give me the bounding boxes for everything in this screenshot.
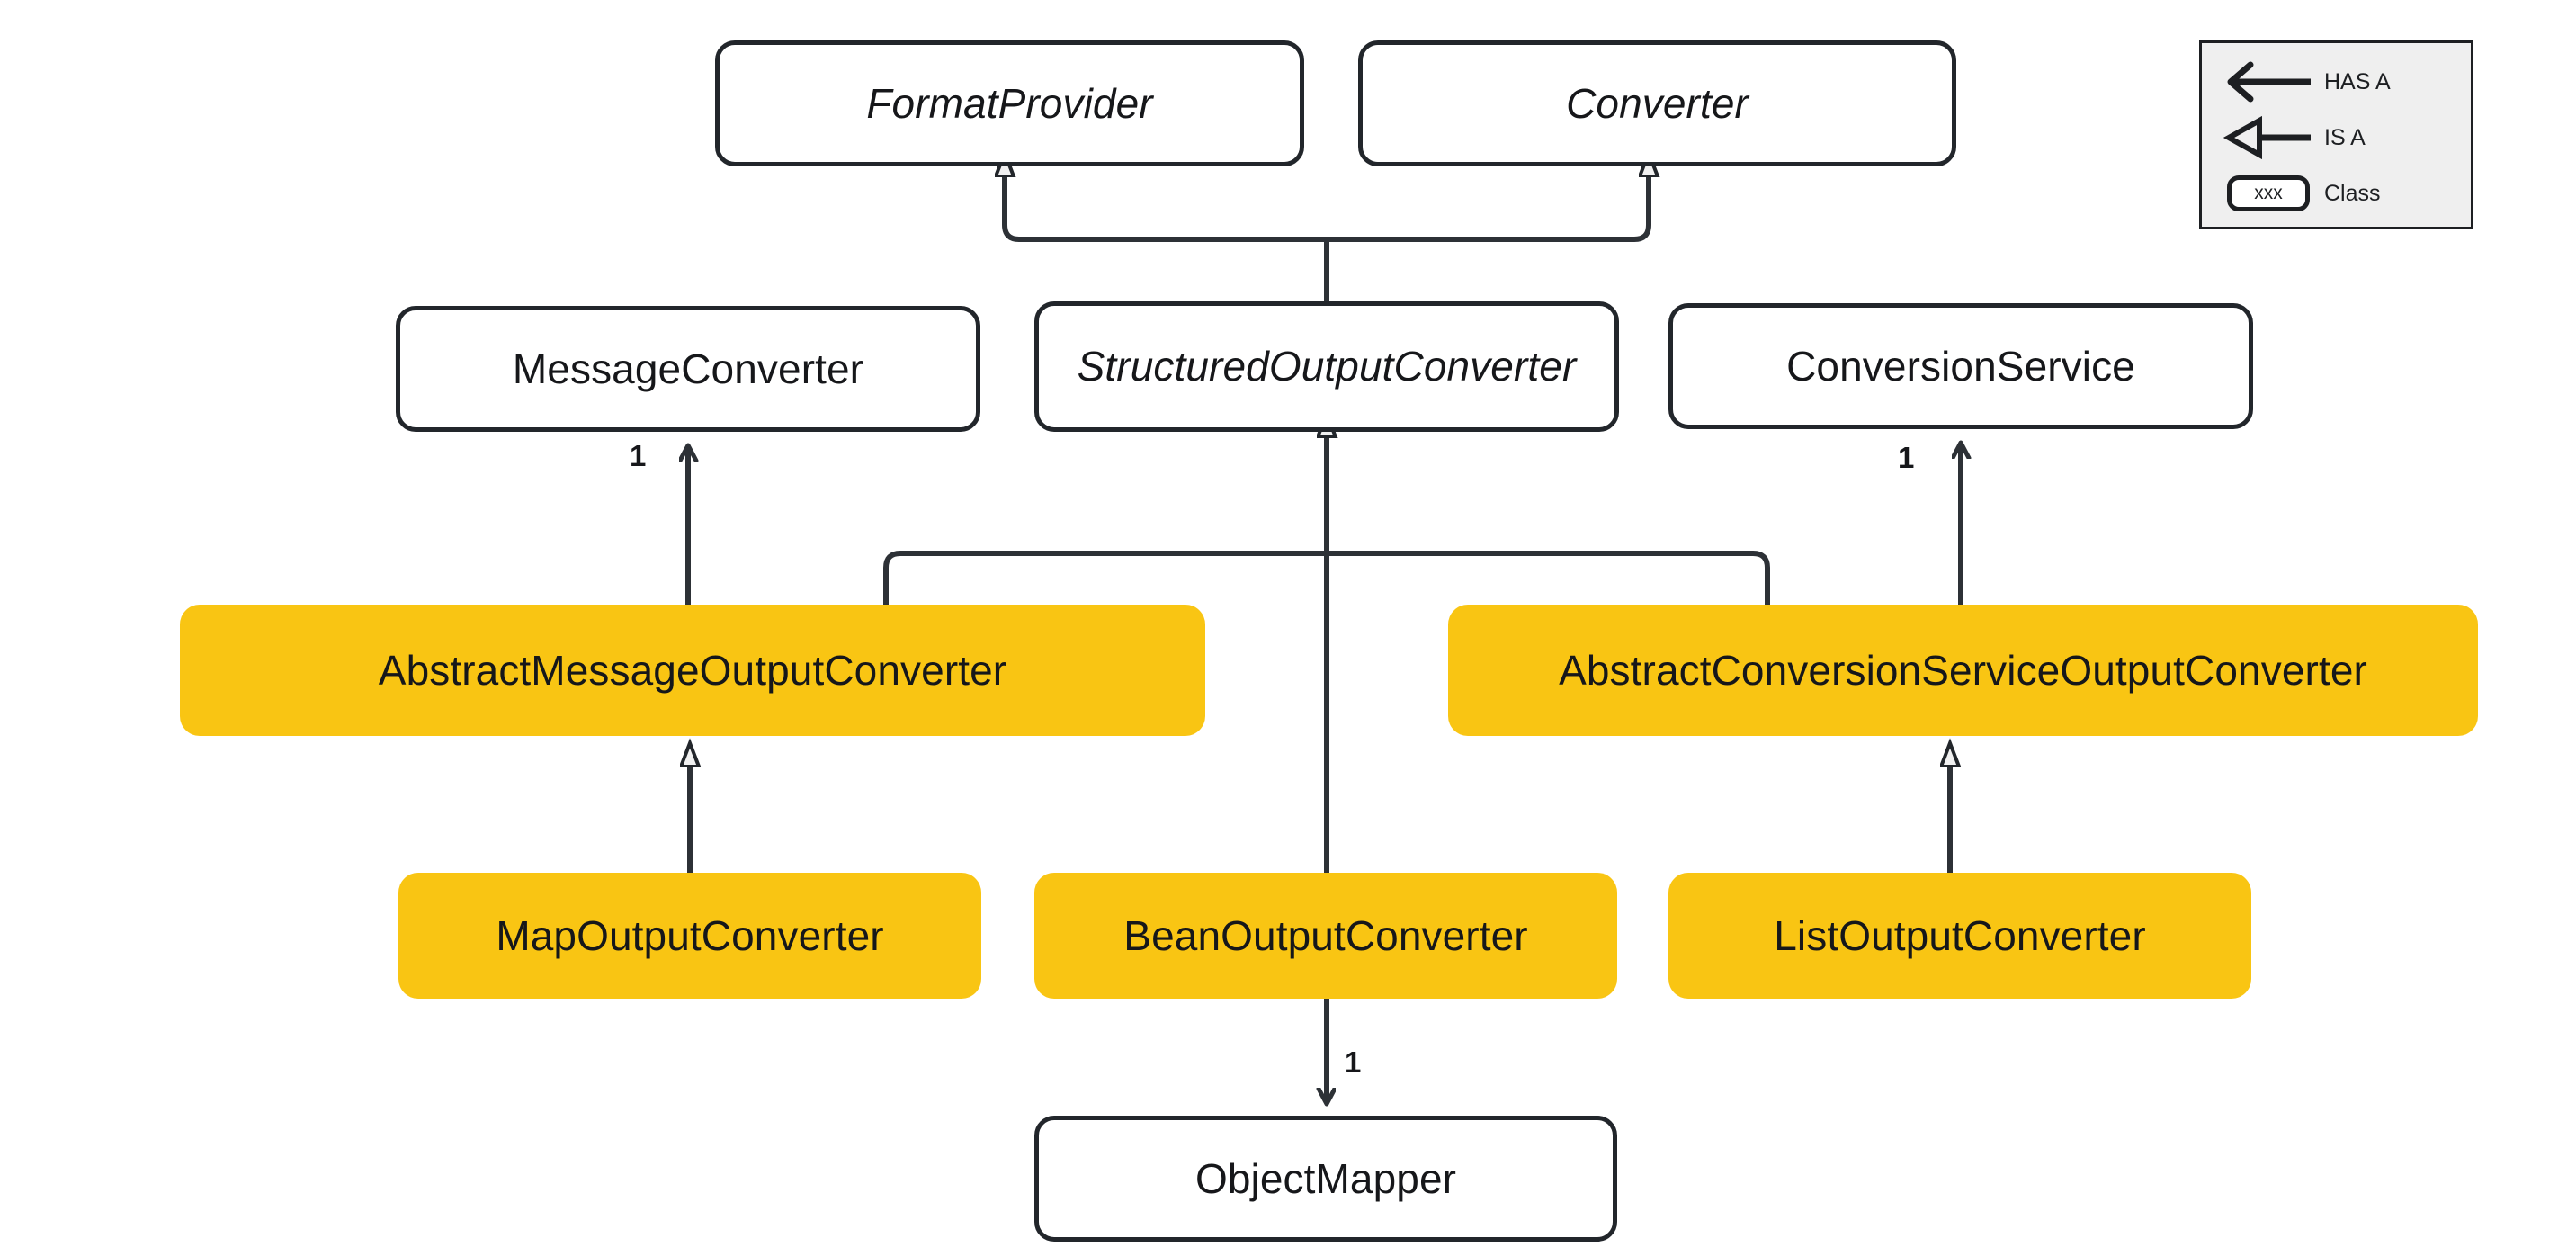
has-a-arrow-icon <box>2216 54 2317 110</box>
legend-panel: HAS A IS A xxx Class <box>2199 40 2473 229</box>
class-label-format-provider: FormatProvider <box>866 79 1153 127</box>
class-label-list-output-converter: ListOutputConverter <box>1774 911 2146 959</box>
class-label-abstract-conversion-service-output-converter: AbstractConversionServiceOutputConverter <box>1559 646 2367 694</box>
class-node-converter[interactable]: Converter <box>1358 40 1956 166</box>
legend-label-class: Class <box>2324 180 2381 206</box>
class-label-bean-output-converter: BeanOutputConverter <box>1123 911 1528 959</box>
class-node-abstract-message-output-converter[interactable]: AbstractMessageOutputConverter <box>180 605 1205 736</box>
legend-item-has-a: HAS A <box>2202 54 2471 110</box>
is-a-arrow-icon <box>2216 110 2317 166</box>
class-node-structured-output-converter[interactable]: StructuredOutputConverter <box>1034 301 1619 432</box>
class-node-list-output-converter[interactable]: ListOutputConverter <box>1668 873 2251 999</box>
legend-label-has-a: HAS A <box>2324 68 2391 94</box>
class-node-conversion-service[interactable]: ConversionService <box>1668 303 2253 429</box>
class-node-object-mapper[interactable]: ObjectMapper <box>1034 1116 1617 1242</box>
class-label-structured-output-converter: StructuredOutputConverter <box>1077 343 1577 390</box>
class-label-object-mapper: ObjectMapper <box>1194 1154 1457 1202</box>
legend-item-is-a: IS A <box>2202 110 2471 166</box>
class-label-abstract-message-output-converter: AbstractMessageOutputConverter <box>378 646 1007 694</box>
multiplicity-label-object-mapper: 1 <box>1345 1045 1362 1079</box>
class-box-icon: xxx <box>2216 166 2317 221</box>
class-label-converter: Converter <box>1566 79 1749 127</box>
class-label-conversion-service: ConversionService <box>1786 342 2135 390</box>
class-box-sample-text: xxx <box>2227 175 2310 211</box>
class-node-message-converter[interactable]: MessageConverter <box>396 306 980 432</box>
class-node-bean-output-converter[interactable]: BeanOutputConverter <box>1034 873 1617 999</box>
legend-item-class: xxx Class <box>2202 166 2471 221</box>
edge-soc-is-a-format-provider-and-converter <box>1002 193 1651 301</box>
multiplicity-label-conversion-service: 1 <box>1898 441 1915 474</box>
class-node-abstract-conversion-service-output-converter[interactable]: AbstractConversionServiceOutputConverter <box>1448 605 2478 736</box>
legend-label-is-a: IS A <box>2324 124 2366 150</box>
class-label-message-converter: MessageConverter <box>512 345 864 392</box>
class-node-format-provider[interactable]: FormatProvider <box>715 40 1304 166</box>
multiplicity-label-message-converter: 1 <box>630 439 647 472</box>
class-label-map-output-converter: MapOutputConverter <box>496 911 884 959</box>
class-node-map-output-converter[interactable]: MapOutputConverter <box>398 873 981 999</box>
